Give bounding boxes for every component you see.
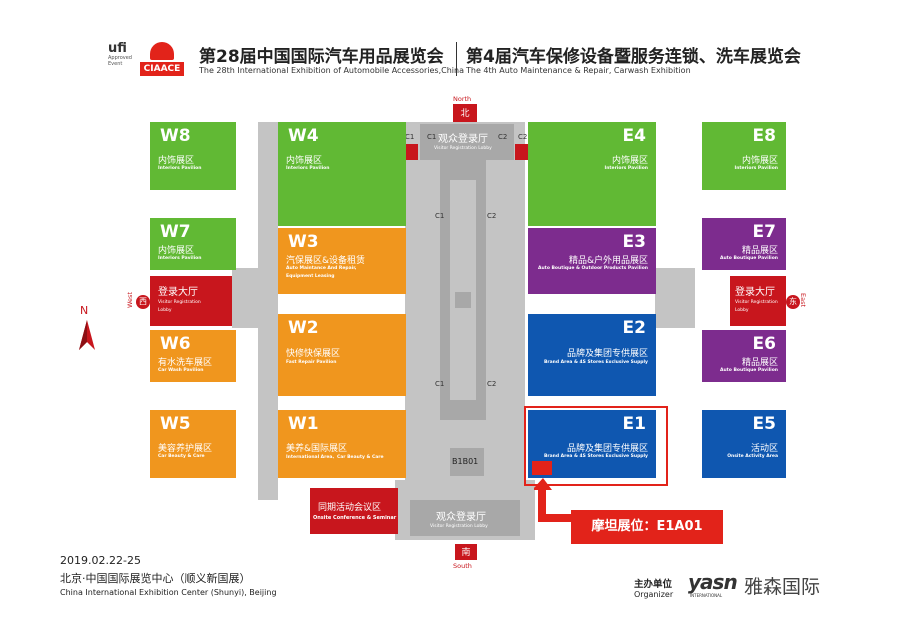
venue-cn: 北京·中国国际展览中心（顺义新国展） — [60, 572, 251, 585]
organizer-label-cn: 主办单位 — [634, 579, 673, 590]
corridor-label: C1 — [427, 133, 437, 141]
corridor-label: C2 — [518, 133, 528, 141]
exhibition2-title-cn: 第4届汽车保修设备暨服务连锁、洗车展览会 — [466, 47, 801, 67]
east-connector — [655, 268, 695, 328]
hall-e2[interactable]: E2 品牌及集团专供展区 Brand Area & 4S Stores Excl… — [528, 314, 656, 396]
south-entrance: 南 — [455, 544, 477, 560]
west-outer-corridor — [258, 122, 278, 500]
ciaace-logo: CIAACE — [140, 40, 184, 78]
conference-area: 同期活动会议区 Onsite Conference & Seminar — [310, 488, 398, 534]
west-lobby: 登录大厅 Visitor Registration Lobby — [150, 276, 232, 326]
exhibition-title-en: The 28th International Exhibition of Aut… — [199, 66, 464, 75]
hall-w7[interactable]: W7 内饰展区 Interiors Pavilion — [150, 218, 236, 270]
hall-e8[interactable]: E8 内饰展区 Interiors Pavilion — [702, 122, 786, 190]
hall-e3[interactable]: E3 精品&户外用品展区 Auto Boutique & Outdoor Pro… — [528, 228, 656, 294]
compass-icon — [74, 320, 100, 350]
exhibition-title-cn: 第28届中国国际汽车用品展览会 — [199, 47, 444, 67]
corridor-label: C1 — [405, 133, 415, 141]
corridor-label: C2 — [498, 133, 508, 141]
hall-w2[interactable]: W2 快修快保展区 Fast Repair Pavilion — [278, 314, 406, 396]
hall-e7[interactable]: E7 精品展区 Auto Boutique Pavilion — [702, 218, 786, 270]
hall-w8[interactable]: W8 内饰展区 Interiors Pavilion — [150, 122, 236, 190]
hall-w6[interactable]: W6 有水洗车展区 Car Wash Pavilion — [150, 330, 236, 382]
venue-en: China International Exhibition Center (S… — [60, 588, 277, 597]
organizer-label-en: Organizer — [634, 590, 674, 599]
north-gate-block — [515, 144, 529, 160]
corridor-label: C2 — [487, 212, 497, 220]
south-label: South — [453, 562, 472, 570]
b1b01-block: B1B01 — [450, 448, 484, 476]
ciaace-mark-icon — [150, 42, 174, 60]
title-divider — [456, 42, 457, 76]
hall-e1[interactable]: E1 品牌及集团专供展区 Brand Area & 4S Stores Excl… — [528, 410, 656, 478]
north-entrance: 北 — [453, 104, 477, 122]
south-lobby: 观众登录厅 Visitor Registration Lobby — [410, 500, 520, 536]
east-label: East — [799, 292, 808, 308]
hall-e6[interactable]: E6 精品展区 Auto Boutique Pavilion — [702, 330, 786, 382]
booth-highlight-frame — [524, 406, 668, 486]
compass-n-label: N — [80, 304, 89, 317]
east-lobby: 登录大厅 Visitor Registration Lobby — [730, 276, 786, 326]
corridor-label: C1 — [435, 212, 445, 220]
corridor-label: C2 — [487, 380, 497, 388]
atrium-inner — [450, 180, 476, 400]
west-entrance-badge: 西 — [136, 295, 150, 309]
east-entrance-badge: 东 — [786, 295, 800, 309]
west-label: West — [125, 292, 134, 308]
west-connector — [232, 268, 260, 328]
hall-e4[interactable]: E4 内饰展区 Interiors Pavilion — [528, 122, 656, 226]
hall-w4[interactable]: W4 内饰展区 Interiors Pavilion — [278, 122, 406, 226]
booth-callout: 摩坦展位：E1A01 — [571, 510, 723, 544]
hall-w3[interactable]: W3 汽保展区&设备租赁 Auto Maintance And Repair, … — [278, 228, 406, 294]
yasn-logo-sub: INTERNATIONAL — [690, 593, 723, 598]
hall-w1[interactable]: W1 美养&国际展区 International Area、Car Beauty… — [278, 410, 406, 478]
hall-e5[interactable]: E5 活动区 Onsite Activity Area — [702, 410, 786, 478]
exhibition2-title-en: The 4th Auto Maintenance & Repair, Carwa… — [466, 66, 691, 75]
callout-arrow-icon — [532, 478, 574, 530]
event-date: 2019.02.22-25 — [60, 554, 141, 567]
yasn-logo-cn: 雅森国际 — [744, 576, 821, 598]
yasn-logo: yasn — [688, 570, 738, 594]
booth-marker[interactable] — [532, 461, 552, 475]
corridor-label: C1 — [435, 380, 445, 388]
north-lobby: 观众登录厅 Visitor Registration Lobby — [420, 124, 514, 160]
north-label: North — [453, 95, 472, 103]
north-gate-block — [404, 144, 418, 160]
hall-w5[interactable]: W5 美容养护展区 Car Beauty & Care — [150, 410, 236, 478]
atrium-block — [455, 292, 471, 308]
ufi-logo: ufi Approved Event — [108, 41, 132, 67]
